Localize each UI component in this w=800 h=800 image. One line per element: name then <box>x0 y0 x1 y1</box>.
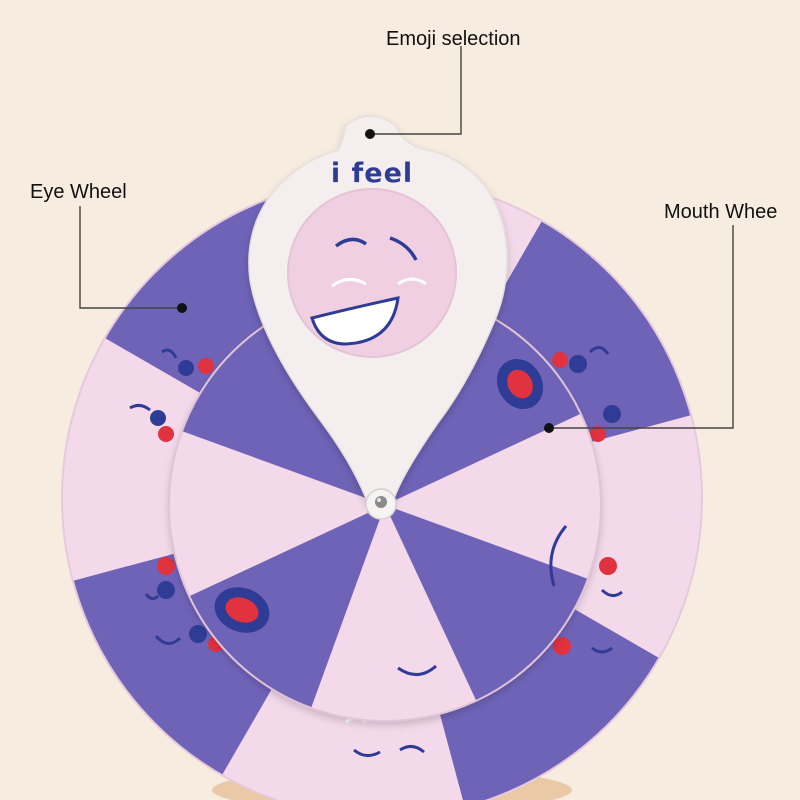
mouth-wheel-sector-2 <box>182 309 385 505</box>
mouth-wheel-sector-4 <box>385 505 588 701</box>
mouth-curve-right <box>549 525 568 587</box>
eye-wheel-callout <box>79 206 187 313</box>
selected-face <box>310 236 427 346</box>
mouth-smile-bottom <box>397 664 437 676</box>
mouth-wheel-label: Mouth Whee <box>664 201 778 223</box>
emoji-selection-label: Emoji selection <box>386 28 521 50</box>
mouth-wheel-callout <box>544 225 734 433</box>
eye-face-right <box>552 346 623 655</box>
mouth-open-left <box>214 587 270 633</box>
eye-face-left-upper <box>129 348 214 461</box>
mouth-wheel-sector-3 <box>385 302 581 505</box>
emoji-selection-callout <box>365 46 462 139</box>
eye-wheel-label: Eye Wheel <box>30 181 127 203</box>
mouth-open-right <box>496 358 544 410</box>
mouth-wheel-sector-1 <box>189 505 385 708</box>
pointer-text: i feel <box>331 158 413 189</box>
mouth-wheel-sectors <box>182 302 588 708</box>
pivot-rivet-icon <box>365 488 397 520</box>
